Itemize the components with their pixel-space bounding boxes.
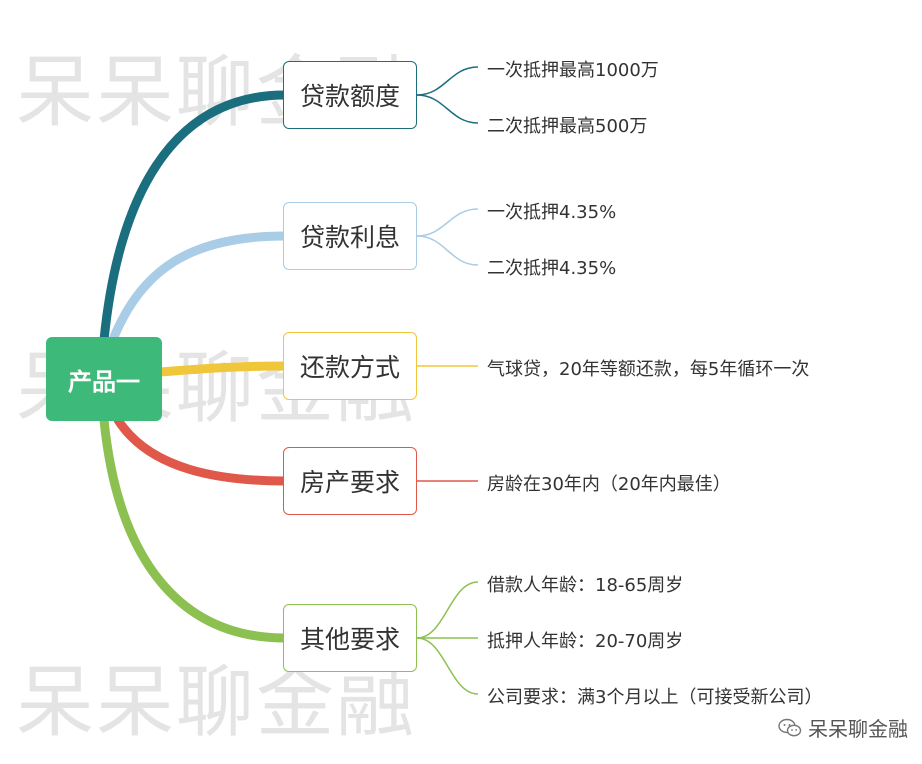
connector-leaf-5-1 <box>416 581 479 639</box>
credit-label: 呆呆聊金融 <box>808 717 908 741</box>
connector-leaf-2-2 <box>416 235 479 266</box>
leaf-node: 二次抵押最高500万 <box>487 116 648 137</box>
leaf-node: 公司要求：满3个月以上（可接受新公司） <box>487 687 823 708</box>
branch-node-other-requirements: 其他要求 <box>283 604 417 672</box>
root-node: 产品一 <box>46 337 162 421</box>
leaf-node: 气球贷，20年等额还款，每5年循环一次 <box>487 359 810 380</box>
branch-node-property-requirement: 房产要求 <box>283 447 417 515</box>
source-credit: 呆呆聊金融 <box>778 713 908 742</box>
leaf-node: 二次抵押4.35% <box>487 258 617 279</box>
wechat-icon <box>778 718 802 738</box>
leaf-node: 房龄在30年内（20年内最佳） <box>487 474 731 495</box>
connector-branch-3 <box>155 361 290 377</box>
connector-branch-4 <box>113 415 290 486</box>
leaf-node: 借款人年龄：18-65周岁 <box>487 575 684 596</box>
connector-branch-2 <box>107 231 290 347</box>
branch-node-loan-interest: 贷款利息 <box>283 202 417 270</box>
leaf-node: 一次抵押最高1000万 <box>487 60 659 81</box>
watermark: 呆呆聊金融 <box>16 658 417 748</box>
leaf-node: 抵押人年龄：20-70周岁 <box>487 631 684 652</box>
connector-leaf-1-2 <box>416 94 479 124</box>
connector-branch-1 <box>99 90 290 345</box>
leaf-node: 一次抵押4.35% <box>487 202 617 223</box>
branch-node-loan-amount: 贷款额度 <box>283 61 417 129</box>
branch-node-repayment-method: 还款方式 <box>283 332 417 400</box>
connector-leaf-5-3 <box>416 637 479 695</box>
connector-leaf-1-1 <box>416 66 479 96</box>
connector-leaf-2-1 <box>416 208 479 237</box>
connector-branch-5 <box>99 415 290 643</box>
